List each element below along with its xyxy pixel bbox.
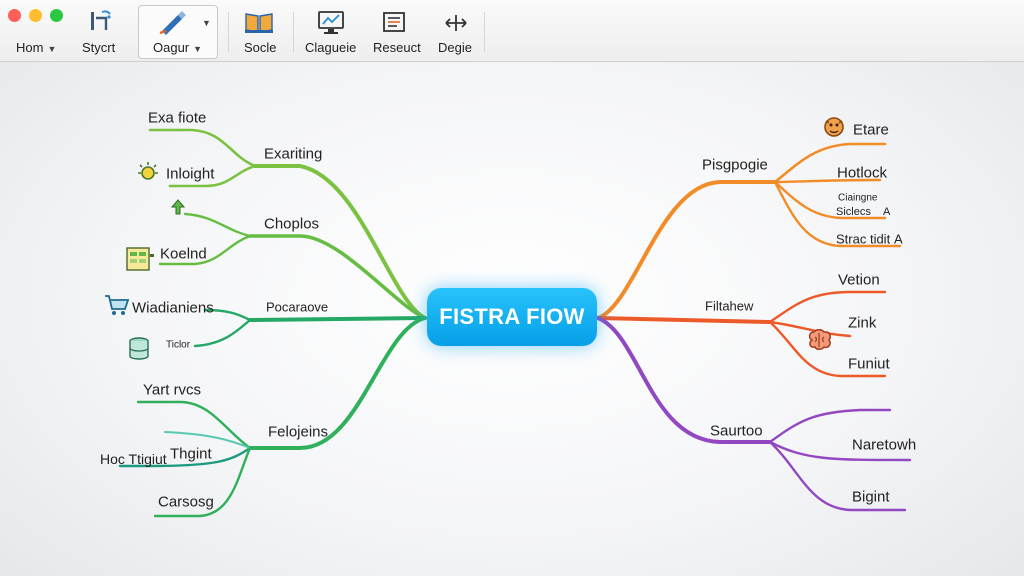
- book-button[interactable]: Socle: [244, 40, 277, 55]
- kanban-board-icon: [125, 244, 155, 279]
- style-button[interactable]: Stycrt: [82, 40, 115, 55]
- node-exa-fiote[interactable]: Exa fiote: [148, 109, 207, 127]
- color-label: Oagur: [153, 40, 190, 55]
- chart-label: Clagueie: [305, 40, 357, 55]
- child-line-bigint: [768, 440, 907, 512]
- child-line-vetion: [768, 290, 887, 324]
- node-hotlock[interactable]: Hotlock: [837, 164, 888, 182]
- child-line-siclecs: [773, 180, 887, 220]
- lightbulb-icon: [134, 160, 162, 191]
- mind-map-connectors: [118, 128, 912, 518]
- pen-icon: [158, 9, 188, 40]
- monitor-chart-icon: [317, 10, 345, 41]
- node-wiadianiens[interactable]: Wiadianiens: [132, 299, 214, 317]
- node-siclecs[interactable]: Siclecs: [836, 206, 871, 218]
- zoom-window-button[interactable]: [50, 9, 63, 22]
- child-line-yart-rvcs: [136, 400, 252, 450]
- color-dropdown[interactable]: [138, 5, 218, 59]
- chevron-down-icon: ▼: [202, 18, 211, 28]
- branch-saurtoo[interactable]: Saurtoo: [710, 422, 763, 440]
- toolbar-divider: [228, 12, 229, 52]
- chart-button[interactable]: Clagueie: [305, 40, 356, 55]
- node-yart-rvcs[interactable]: Yart rvcs: [143, 381, 202, 399]
- book-label: Socle: [244, 40, 277, 55]
- design-label: Degie: [438, 40, 472, 55]
- child-line-exa-fiote: [148, 128, 257, 168]
- child-line-ticlor: [193, 318, 252, 348]
- database-icon: [128, 336, 152, 367]
- color-label-wrap: Oagur▼: [153, 40, 202, 55]
- branch-pisgpogie[interactable]: Pisgpogie: [702, 156, 768, 174]
- central-topic-label: FISTRA FIOW: [439, 304, 585, 329]
- child-line-zink: [768, 320, 852, 338]
- child-line-hotlock: [773, 178, 882, 184]
- book-icon: [244, 10, 274, 39]
- node-ciaingne[interactable]: Ciaingne: [838, 192, 878, 204]
- child-line-koelnd: [158, 234, 252, 266]
- close-window-button[interactable]: [8, 9, 21, 22]
- branch-line-pisgpogie: [596, 180, 777, 320]
- toolbar-divider: [293, 12, 294, 52]
- central-topic-node[interactable]: FISTRA FIOW: [427, 288, 597, 346]
- node-ticlor[interactable]: Ticlor: [166, 339, 191, 351]
- child-line-naretowh-lower: [768, 440, 912, 462]
- arrow-up-icon: [170, 198, 186, 221]
- child-line-thgint-upper: [164, 431, 251, 449]
- chevron-down-icon: ▼: [193, 44, 203, 54]
- resect-button[interactable]: Reseuct: [373, 40, 421, 55]
- child-line-inloight: [168, 164, 257, 188]
- toolbar: Hom▼ Stycrt ▼ Oagur▼ Socle: [0, 0, 1024, 62]
- minimize-window-button[interactable]: [29, 9, 42, 22]
- child-line-naretowh: [768, 408, 892, 444]
- node-inloight[interactable]: Inloight: [166, 165, 215, 183]
- toolbar-divider: [484, 12, 485, 52]
- child-line-wiadianiens: [203, 308, 252, 322]
- node-strac-tidit[interactable]: Strac tidit: [836, 231, 891, 247]
- resect-label: Reseuct: [373, 40, 421, 55]
- node-etare[interactable]: Etare: [853, 121, 889, 139]
- node-strac-tidit-suffix: A: [894, 231, 903, 247]
- style-label: Stycrt: [82, 40, 116, 55]
- child-line-choplos-up: [183, 212, 252, 238]
- home-label: Hom: [16, 40, 44, 55]
- child-line-funiut: [768, 320, 887, 378]
- child-line-strac-tidit: [773, 180, 902, 248]
- branch-exariting[interactable]: Exariting: [264, 145, 323, 163]
- node-thgint-prefix[interactable]: Hoc Ttigiut: [100, 451, 167, 467]
- shopping-cart-icon: [103, 292, 131, 323]
- move-arrows-icon: [443, 12, 469, 39]
- node-naretowh[interactable]: Naretowh: [852, 436, 917, 454]
- node-bigint[interactable]: Bigint: [852, 488, 890, 506]
- branch-line-pocaraove: [248, 316, 427, 322]
- style-tool-icon: [88, 8, 114, 39]
- chevron-down-icon: ▼: [47, 44, 57, 54]
- design-button[interactable]: Degie: [438, 40, 472, 55]
- node-zink[interactable]: Zink: [848, 314, 877, 332]
- node-thgint[interactable]: Thgint: [170, 445, 212, 463]
- branch-line-felojeins: [248, 316, 427, 450]
- branch-filtahew[interactable]: Filtahew: [705, 298, 754, 314]
- branch-felojeins[interactable]: Felojeins: [268, 423, 329, 441]
- node-vetion[interactable]: Vetion: [838, 271, 880, 289]
- child-line-carsosg: [153, 446, 252, 518]
- node-funiut[interactable]: Funiut: [848, 355, 890, 373]
- tiger-icon: [822, 115, 848, 144]
- branch-line-saurtoo: [596, 316, 772, 444]
- child-line-etare: [773, 142, 887, 184]
- branch-line-choplos: [248, 234, 427, 320]
- node-siclecs-suffix: A: [883, 206, 891, 218]
- branch-line-exariting: [253, 164, 427, 320]
- branch-choplos[interactable]: Choplos: [264, 215, 320, 233]
- brain-icon: [806, 328, 834, 357]
- node-carsosg[interactable]: Carsosg: [158, 493, 214, 511]
- branch-line-filtahew: [596, 316, 772, 324]
- document-list-icon: [381, 11, 409, 40]
- home-menu[interactable]: Hom▼: [16, 40, 56, 55]
- node-koelnd[interactable]: Koelnd: [160, 245, 207, 263]
- branch-pocaraove[interactable]: Pocaraove: [266, 299, 329, 315]
- child-line-thgint: [118, 446, 252, 468]
